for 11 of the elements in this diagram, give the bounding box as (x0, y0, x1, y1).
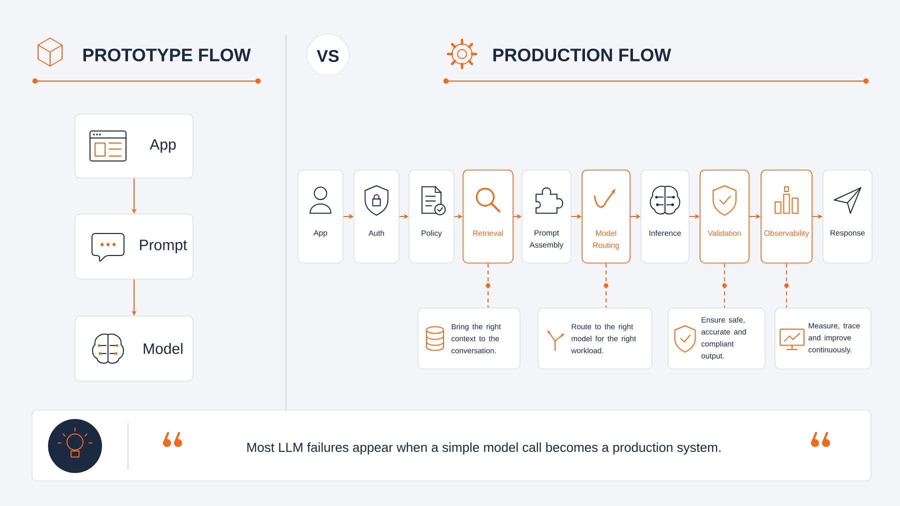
arrow (784, 262, 789, 308)
arrow (722, 262, 727, 308)
arrow (486, 262, 490, 308)
quote-card: Most LLM failures appear when a simple model call becomes a production system. (32, 410, 872, 482)
process-box: Prompt (74, 214, 194, 280)
process-box: Model (74, 316, 194, 382)
arrow (604, 262, 608, 308)
vs-badge: VS (306, 34, 350, 76)
process-box: App (74, 114, 194, 178)
section-title: PROTOTYPE FLOW (83, 48, 251, 62)
section-title: PRODUCTION FLOW (493, 48, 672, 62)
